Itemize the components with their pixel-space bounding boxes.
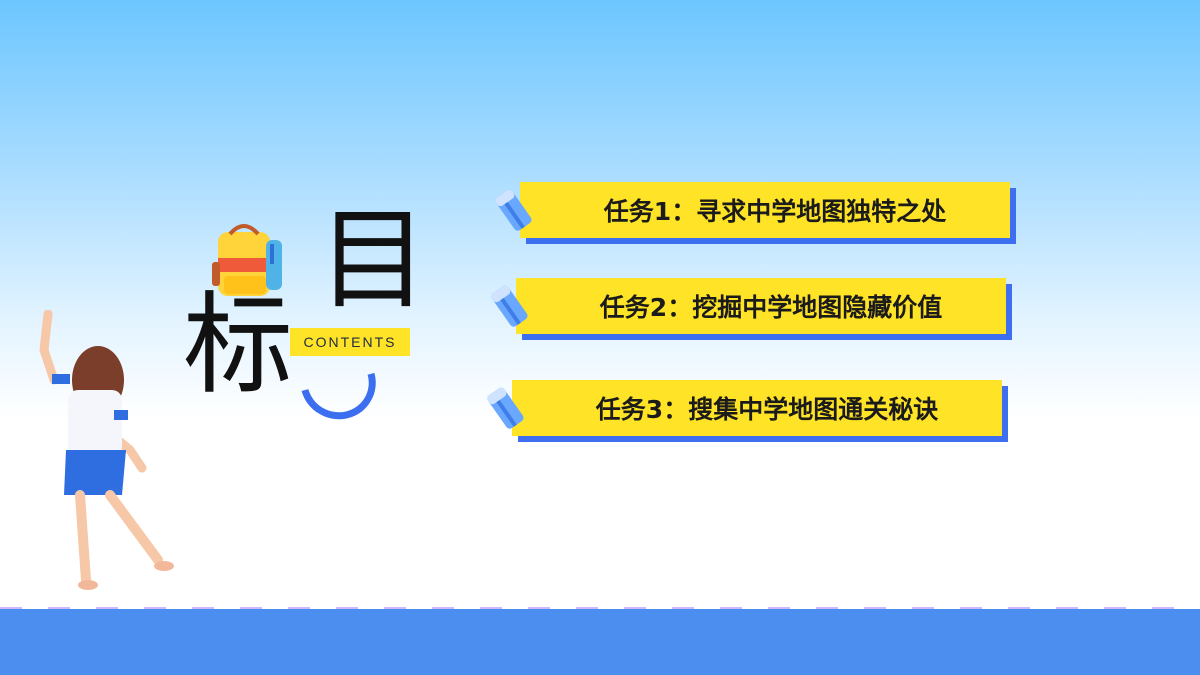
task-label: 任务2：挖掘中学地图隐藏价值 (599, 293, 943, 322)
task-item-3[interactable]: 任务3：搜集中学地图通关秘诀 (487, 380, 1008, 442)
bottom-bar (0, 609, 1200, 675)
task-card: 任务2：挖掘中学地图隐藏价值 (516, 278, 1006, 334)
girl-illustration (39, 310, 174, 590)
contents-tag: CONTENTS (290, 328, 410, 356)
task-label: 任务3：搜集中学地图通关秘诀 (595, 395, 939, 424)
task-item-2[interactable]: 任务2：挖掘中学地图隐藏价值 (491, 278, 1012, 340)
task-card: 任务1：寻求中学地图独特之处 (520, 182, 1010, 238)
backpack-icon (212, 224, 282, 296)
pencil-icon (491, 285, 528, 327)
pencil-icon (495, 189, 532, 231)
title-char-1: 标 (183, 281, 293, 409)
title-char-2: 目 (318, 196, 428, 324)
task-card: 任务3：搜集中学地图通关秘诀 (512, 380, 1002, 436)
pencil-icon (487, 387, 524, 429)
task-label: 任务1：寻求中学地图独特之处 (603, 197, 947, 226)
task-item-1[interactable]: 任务1：寻求中学地图独特之处 (495, 182, 1016, 244)
